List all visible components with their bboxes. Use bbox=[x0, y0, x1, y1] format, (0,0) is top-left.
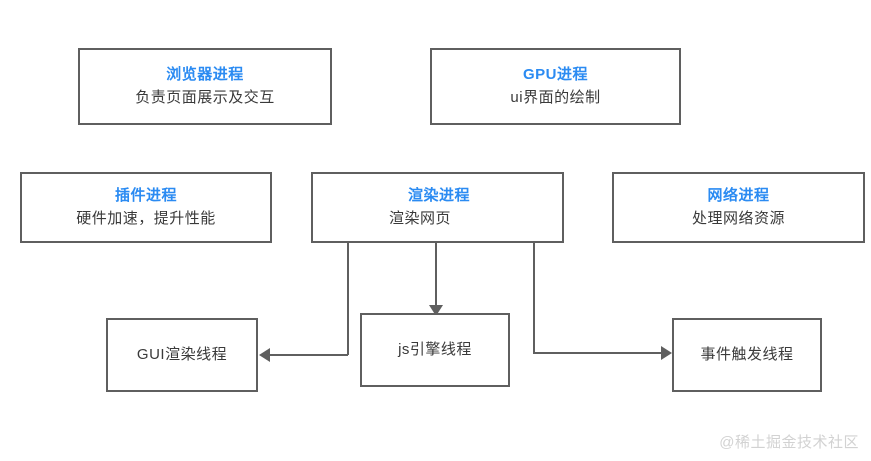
arrowhead-event-thread bbox=[661, 346, 672, 360]
process-title: 渲染进程 bbox=[407, 187, 470, 204]
process-desc: 硬件加速，提升性能 bbox=[76, 209, 216, 227]
watermark: @稀土掘金技术社区 bbox=[719, 434, 859, 451]
arrowhead-gui-thread bbox=[259, 348, 270, 362]
arrowhead-js-thread bbox=[429, 305, 443, 316]
thread-box-gui-render[interactable]: GUI渲染线程 bbox=[106, 318, 258, 392]
connector-renderer-to-gui-horizontal bbox=[270, 354, 348, 356]
process-desc: 渲染网页 bbox=[389, 209, 452, 227]
process-title: 插件进程 bbox=[114, 187, 177, 204]
thread-label: js引擎线程 bbox=[398, 341, 472, 359]
process-title: 浏览器进程 bbox=[166, 66, 244, 83]
thread-label: 事件触发线程 bbox=[700, 346, 794, 364]
connector-renderer-to-js-vertical bbox=[435, 243, 437, 307]
process-title: GPU进程 bbox=[522, 66, 588, 83]
process-box-browser[interactable]: 浏览器进程 负责页面展示及交互 bbox=[78, 48, 332, 125]
process-box-renderer[interactable]: 渲染进程 渲染网页 bbox=[311, 172, 564, 243]
thread-box-event-trigger[interactable]: 事件触发线程 bbox=[672, 318, 822, 392]
process-desc: 处理网络资源 bbox=[691, 209, 785, 227]
process-box-plugin[interactable]: 插件进程 硬件加速，提升性能 bbox=[20, 172, 272, 243]
thread-label: GUI渲染线程 bbox=[136, 346, 228, 364]
connector-renderer-to-event-horizontal bbox=[533, 352, 662, 354]
connector-renderer-to-gui-vertical bbox=[347, 243, 349, 355]
process-desc: ui界面的绘制 bbox=[510, 88, 601, 106]
process-box-gpu[interactable]: GPU进程 ui界面的绘制 bbox=[430, 48, 681, 125]
thread-box-js-engine[interactable]: js引擎线程 bbox=[360, 313, 510, 387]
process-box-network[interactable]: 网络进程 处理网络资源 bbox=[612, 172, 865, 243]
process-title: 网络进程 bbox=[707, 187, 770, 204]
connector-renderer-to-event-vertical bbox=[533, 243, 535, 353]
process-desc: 负责页面展示及交互 bbox=[135, 88, 275, 106]
